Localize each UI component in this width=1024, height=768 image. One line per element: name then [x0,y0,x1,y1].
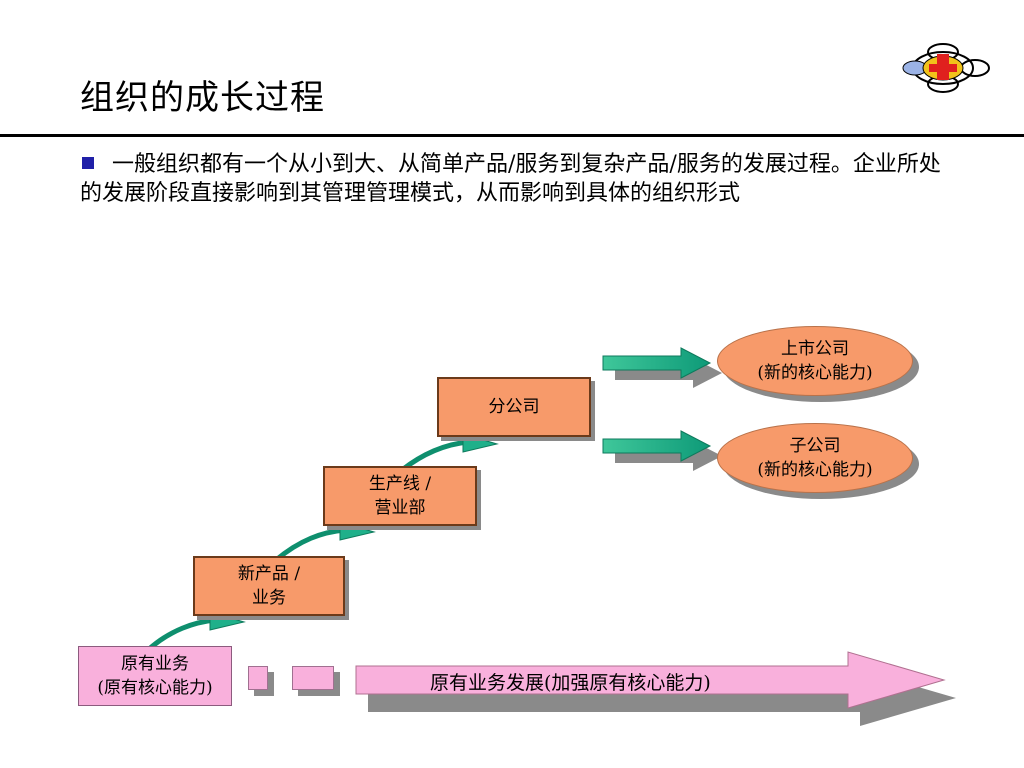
pink-square-medium [292,666,334,690]
growth-arrow-1 [146,611,246,652]
pink-square-small [248,666,268,690]
stage-branch-office: 分公司 [437,377,591,437]
page-title: 组织的成长过程 [80,78,325,118]
baseline-sub-text: (加强原有核心能力) [544,672,711,694]
outcome-arrow-1 [602,347,722,388]
logo-icon [902,43,990,93]
baseline-main-text: 原有业务发展 [430,672,545,694]
stage-new-product: 新产品 / 业务 [193,556,345,616]
growth-arrow-2 [274,521,376,562]
growth-arrow-3 [400,433,499,472]
stage-original-business: 原有业务 (原有核心能力) [78,646,232,706]
baseline-arrow [355,651,956,726]
outcome-arrow-2 [602,430,722,471]
outcome-listed-company: 上市公司 (新的核心能力) [717,326,913,396]
baseline-arrow-label: 原有业务发展(加强原有核心能力) [430,668,711,695]
header-divider [0,134,1024,137]
stage-production-line: 生产线 / 营业部 [323,466,477,526]
bullet-text: 一般组织都有一个从小到大、从简单产品/服务到复杂产品/服务的发展过程。企业所处的… [80,152,941,206]
outcome-subsidiary: 子公司 (新的核心能力) [717,423,913,493]
bullet-square-icon [82,157,94,169]
